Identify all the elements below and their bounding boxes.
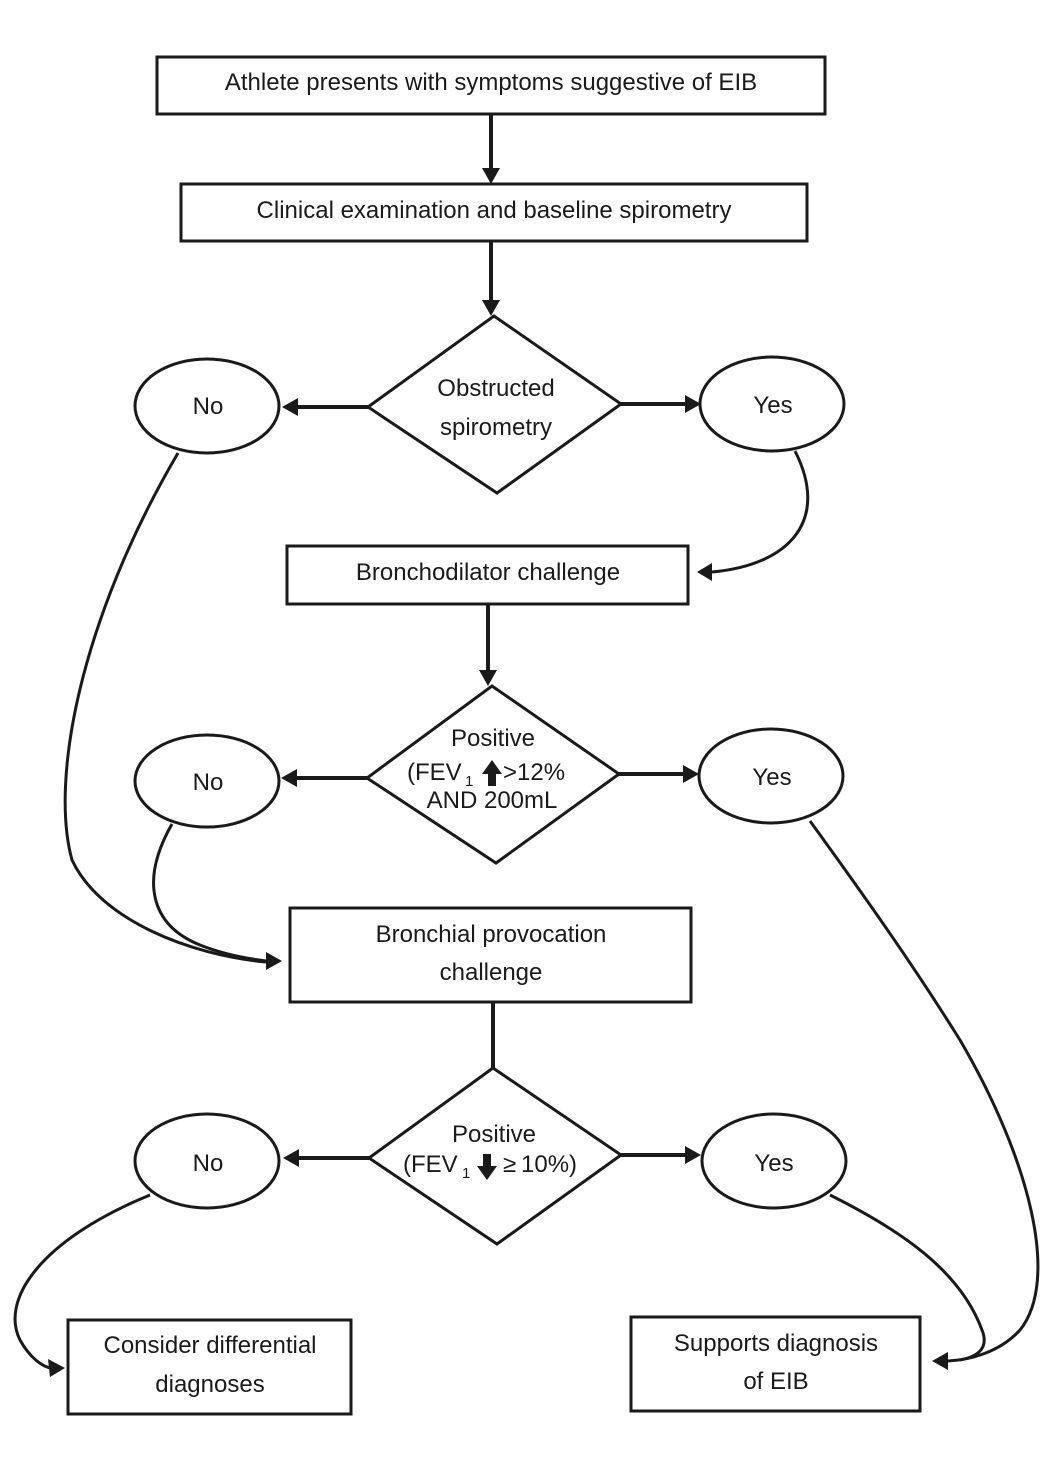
arrow-positive1-to-yes2 <box>619 765 699 783</box>
arrow-positive1-to-no2 <box>281 769 367 787</box>
yes3-label: Yes <box>754 1150 793 1177</box>
yes2-label: Yes <box>752 764 791 791</box>
obstructed-label-line1: Obstructed <box>437 375 554 402</box>
provocation-node: Bronchial provocation challenge <box>288 906 693 1004</box>
no1-label: No <box>193 393 224 420</box>
arrow-no2-to-provocation <box>152 823 282 970</box>
arrow-no3-to-differential <box>13 1193 151 1377</box>
supports-node: Supports diagnosis of EIB <box>629 1315 922 1413</box>
positive1-label-line1: Positive <box>451 725 535 752</box>
positive1-label-line2a: (FEV <box>407 759 462 786</box>
positive2-label-line2b: 10%) <box>521 1151 577 1178</box>
differential-node: Consider differential diagnoses <box>66 1318 353 1416</box>
no2-node: No <box>133 733 281 829</box>
positive2-decision: Positive (FEV 1 ≥ 10%) <box>366 1066 624 1246</box>
yes1-node: Yes <box>698 355 846 453</box>
bronchodilator-label: Bronchodilator challenge <box>356 559 620 586</box>
arrow-up-icon <box>482 760 502 786</box>
positive1-label-line2b: >12% <box>503 759 565 786</box>
supports-label-line1: Supports diagnosis <box>674 1330 878 1357</box>
bronchodilator-node: Bronchodilator challenge <box>285 544 690 606</box>
no1-node: No <box>133 357 281 455</box>
no3-node: No <box>133 1112 281 1210</box>
arrow-bronchodilator-to-positive1 <box>479 604 497 686</box>
provocation-label-line1: Bronchial provocation <box>376 921 607 948</box>
yes1-label: Yes <box>753 392 792 419</box>
positive2-label-ge: ≥ <box>503 1151 516 1178</box>
arrow-no1-to-provocation <box>63 452 267 964</box>
start-node: Athlete presents with symptoms suggestiv… <box>155 55 827 116</box>
obstructed-decision: Obstructed spirometry <box>365 314 624 495</box>
arrow-positive2-to-yes3 <box>621 1146 701 1164</box>
arrow-down-icon <box>477 1154 497 1180</box>
provocation-label-line2: challenge <box>440 959 543 986</box>
exam-node: Clinical examination and baseline spirom… <box>179 182 809 243</box>
start-label: Athlete presents with symptoms suggestiv… <box>225 69 757 96</box>
positive1-label-line3: AND 200mL <box>427 787 558 814</box>
arrow-obstructed-to-no1 <box>282 398 368 416</box>
positive1-label-sub: 1 <box>465 773 473 790</box>
arrow-positive2-to-no3 <box>283 1149 369 1167</box>
no3-label: No <box>193 1150 224 1177</box>
positive1-decision: Positive (FEV 1 >12% AND 200mL <box>364 684 622 865</box>
yes3-node: Yes <box>700 1112 848 1210</box>
obstructed-label-line2: spirometry <box>440 414 552 441</box>
positive2-label-line1: Positive <box>452 1121 536 1148</box>
yes2-node: Yes <box>697 727 845 825</box>
exam-label: Clinical examination and baseline spirom… <box>257 197 732 224</box>
arrow-start-to-exam <box>482 114 500 184</box>
differential-label-line2: diagnoses <box>155 1371 264 1398</box>
positive2-label-sub: 1 <box>462 1165 470 1182</box>
arrow-yes3-to-supports <box>829 1193 986 1362</box>
arrow-yes2-to-supports <box>808 820 1040 1370</box>
differential-label-line1: Consider differential <box>103 1332 316 1359</box>
arrow-obstructed-to-yes1 <box>621 395 701 413</box>
positive2-label-line2a: (FEV <box>403 1151 458 1178</box>
no2-label: No <box>193 769 224 796</box>
supports-label-line2: of EIB <box>743 1368 808 1395</box>
arrow-yes1-to-bronchodilator <box>697 450 810 581</box>
arrow-exam-to-obstructed <box>482 241 500 316</box>
